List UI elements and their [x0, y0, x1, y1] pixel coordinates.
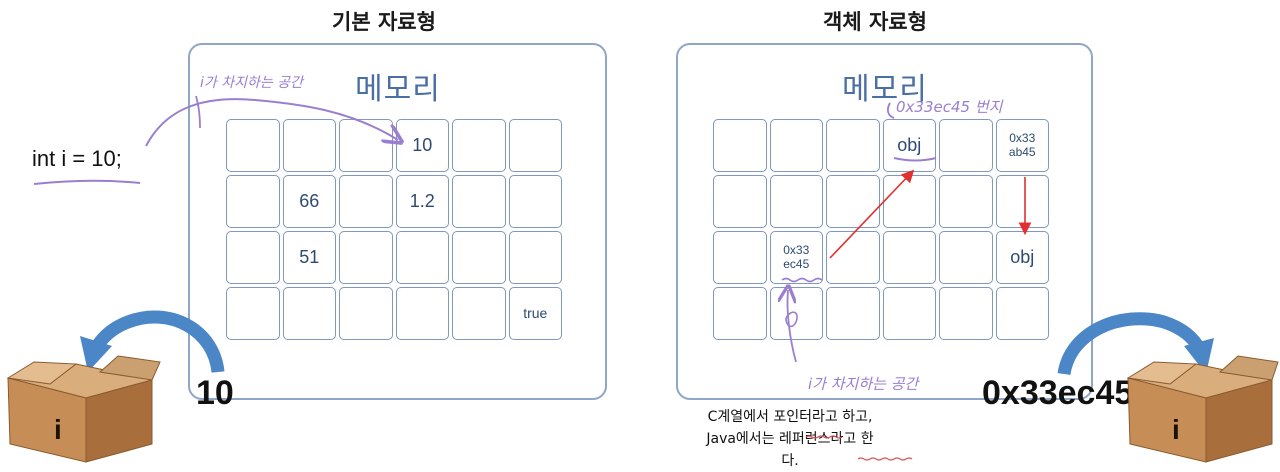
- memory-left-cell: [226, 119, 280, 172]
- memory-right-cell: [995, 287, 1049, 340]
- memory-left-cell: [339, 175, 393, 228]
- memory-right-cell: [826, 231, 880, 284]
- memory-left-cell: [282, 287, 336, 340]
- caption: C계열에서 포인터라고 하고, Java에서는 레퍼런스라고 한다.: [700, 406, 880, 472]
- memory-left-cell: [282, 119, 336, 172]
- swoosh-arrow-left-head: [80, 336, 112, 372]
- memory-right-cell: [995, 175, 1049, 228]
- annotation-left-space: i가 차지하는 공간: [200, 75, 303, 91]
- memory-right-cell: [713, 287, 767, 340]
- memory-left-cell: 51: [282, 231, 336, 284]
- value-primitive: 10: [196, 374, 234, 412]
- memory-left-cell: [452, 119, 506, 172]
- reference-arrow: [829, 169, 915, 259]
- code-underline: [33, 179, 141, 185]
- pointer-swoosh-left-tail: [195, 95, 201, 129]
- heading-object-types: 객체 자료형: [823, 10, 927, 34]
- caption-line-1: C계열에서 포인터라고 하고,: [707, 409, 873, 425]
- memory-right-cell: [939, 119, 993, 172]
- memory-left-cell: [226, 231, 280, 284]
- memory-right-cell: [713, 175, 767, 228]
- memory-right-cell: 0x33 ec45: [769, 231, 823, 284]
- annotation-right-address: 0x33ec45 번지: [896, 98, 1003, 116]
- memory-left-cell: [339, 287, 393, 340]
- memory-left-cell: [508, 231, 562, 284]
- memory-right-cell: [939, 175, 993, 228]
- memory-right-cell: [769, 119, 823, 172]
- memory-left-cell: [226, 287, 280, 340]
- memory-left-cell: 1.2: [395, 175, 449, 228]
- memory-left-cell: [508, 119, 562, 172]
- value-reference: 0x33ec45: [982, 374, 1134, 412]
- obj-underline: [893, 157, 937, 162]
- memory-left-cell: [508, 175, 562, 228]
- address-squiggle: [781, 277, 823, 283]
- pointer-swoosh-left: [145, 98, 398, 147]
- memory-right-cell: [882, 287, 936, 340]
- memory-left-cell: [452, 231, 506, 284]
- memory-right-cell: [826, 119, 880, 172]
- memory-left-cell: [452, 175, 506, 228]
- memory-right-cell: 0x33 ab45: [995, 119, 1049, 172]
- memory-left-cell: [395, 231, 449, 284]
- box-label-left: i: [54, 414, 62, 445]
- caption-underline-reference: [857, 457, 913, 461]
- box-label-right: i: [1172, 414, 1180, 445]
- pointer-swoosh-right-hook: [785, 311, 798, 328]
- caption-underline-pointer: [805, 435, 843, 439]
- memory-right-cell: obj: [882, 119, 936, 172]
- memory-title-right: 메모리: [842, 72, 928, 107]
- memory-left-cell: [339, 231, 393, 284]
- memory-grid-right: obj 0x33 ab45 0x33 ec45 obj: [713, 119, 1049, 340]
- annotation-right-space: i가 차지하는 공간: [808, 375, 919, 393]
- memory-right-cell: [826, 287, 880, 340]
- memory-left-cell: [395, 287, 449, 340]
- box-icon-right: [1126, 355, 1279, 463]
- memory-left-cell: [226, 175, 280, 228]
- caption-line-2: Java에서는 레퍼런스라고 한다.: [706, 431, 874, 469]
- code-declaration: int i = 10;: [32, 146, 122, 171]
- memory-right-cell: obj: [995, 231, 1049, 284]
- swoosh-arrow-right-head: [1184, 338, 1214, 374]
- memory-right-cell: [713, 119, 767, 172]
- memory-right-cell: [713, 231, 767, 284]
- address-hook: [887, 102, 895, 119]
- memory-right-cell: [882, 231, 936, 284]
- swoosh-arrow-right: [1057, 312, 1206, 376]
- memory-left-cell: [452, 287, 506, 340]
- memory-left-cell: 66: [282, 175, 336, 228]
- memory-left-cell: true: [508, 287, 562, 340]
- memory-right-cell: [826, 175, 880, 228]
- heading-primitive-types: 기본 자료형: [332, 10, 436, 34]
- memory-right-cell: [769, 175, 823, 228]
- memory-title-left: 메모리: [355, 72, 441, 107]
- memory-right-cell: [939, 287, 993, 340]
- swoosh-arrow-left: [90, 310, 225, 374]
- memory-right-cell: [939, 231, 993, 284]
- box-icon-left: [6, 355, 161, 463]
